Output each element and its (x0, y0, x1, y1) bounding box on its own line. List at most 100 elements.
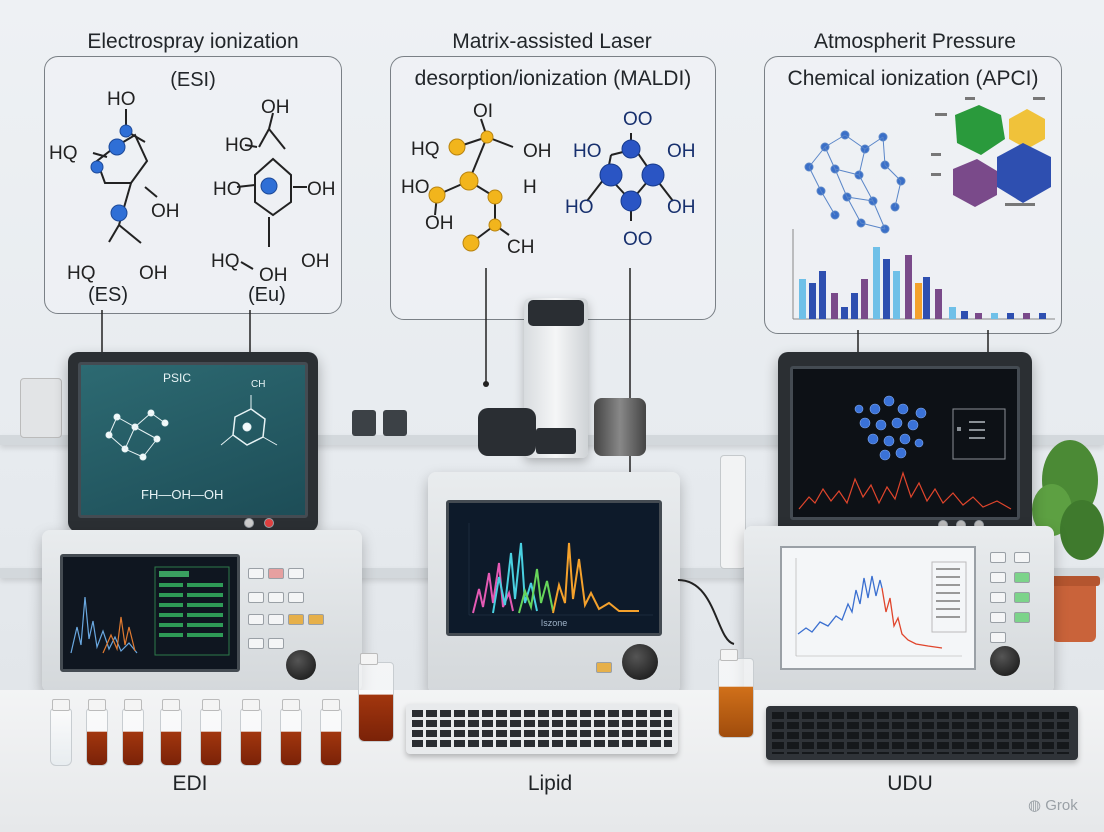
apci-graphics (792, 97, 1055, 320)
apci-panel: Chemical ionization (APCI) (764, 56, 1062, 334)
grok-logo-icon: ◍ (1028, 797, 1042, 814)
maldi-mol1-mid-left: HO (401, 177, 430, 198)
maldi-mol2-right: OH (667, 141, 696, 162)
left-section-title: Electrospray ionization (87, 30, 299, 53)
maldi-mol2-low-left: HO (565, 197, 594, 218)
sample-bottle (358, 653, 394, 742)
mol2-bottom-right-label: OH (301, 251, 330, 272)
background-bottle (20, 378, 62, 438)
instrument-button[interactable] (1014, 612, 1030, 623)
instrument-button[interactable] (248, 614, 264, 625)
maldi-panel: desorption/ionization (MALDI) OI HQ OH H… (390, 56, 716, 320)
sample-vial (86, 699, 108, 766)
instrument-button[interactable] (990, 572, 1006, 583)
mol2-bottom-mid-label: OH (259, 265, 288, 286)
control-knob[interactable] (990, 646, 1020, 676)
molecule-network-icon (105, 395, 278, 461)
instrument-button[interactable] (268, 592, 284, 603)
maldi-mol1-right: OH (523, 141, 552, 162)
control-knob[interactable] (286, 650, 316, 680)
instrument-button[interactable] (268, 638, 284, 649)
sample-bottle (718, 649, 754, 738)
maldi-mol2-bottom: OO (623, 229, 653, 250)
apci-instrument-screen (780, 546, 976, 670)
mol1-right-label: OH (151, 201, 180, 222)
instrument-button[interactable] (288, 614, 304, 625)
maldi-spectrum-plot (449, 503, 659, 633)
apci-monitor-display (793, 369, 1017, 517)
laser-lens-housing (536, 428, 576, 454)
right-title-line1: Atmospherit Pressure (814, 30, 1016, 53)
instrument-button[interactable] (248, 592, 264, 603)
instrument-button[interactable] (1014, 572, 1030, 583)
mol2-left-label: HO (213, 179, 242, 200)
instrument-button[interactable] (990, 552, 1006, 563)
laser-side-optic (594, 398, 646, 456)
maldi-mol2-top: OO (623, 109, 653, 130)
keyboard[interactable] (406, 704, 678, 754)
instrument-button[interactable] (248, 638, 264, 649)
cable (677, 579, 735, 645)
maldi-mol1-low-left: OH (425, 213, 454, 234)
right-bench-label: UDU (887, 772, 933, 795)
esi-subtitle: (ESI) (170, 69, 216, 91)
right-monitor-screen (790, 366, 1020, 520)
mol1-left-label: HQ (49, 143, 78, 164)
maldi-screen-caption: Iszone (540, 618, 568, 628)
watermark-text: Grok (1045, 797, 1078, 814)
background-cylinder (720, 455, 746, 569)
sample-vial (280, 699, 302, 766)
instrument-button[interactable] (288, 592, 304, 603)
mol2-top-label: OH (261, 97, 290, 118)
mol2-right-label: OH (307, 179, 336, 200)
instrument-button[interactable] (596, 662, 612, 673)
sample-vial (320, 699, 342, 766)
instrument-button[interactable] (1014, 552, 1030, 563)
monitor-button[interactable] (244, 518, 254, 528)
watermark: ◍ Grok (1028, 796, 1078, 814)
apci-instrument (744, 526, 1054, 694)
maldi-instrument-screen: Iszone (446, 500, 662, 636)
maldi-mol1-top: OI (473, 101, 493, 122)
esi-instrument-screen (60, 554, 240, 672)
keyboard[interactable] (766, 706, 1078, 760)
esi-panel: (ESI) HO HQ OH HQ OH OH HO HO OH HQ (44, 56, 342, 314)
background-jar (383, 410, 407, 436)
esi-molecules: HO HQ OH HQ OH OH HO HO OH HQ OH OH (49, 89, 336, 286)
mol1-bottom-right-label: OH (139, 263, 168, 284)
plant-icon (1032, 440, 1104, 642)
laser-side-optic (478, 408, 536, 456)
mol2-bottom-left-label: HQ (211, 251, 240, 272)
mol1-bottom-left-label: HQ (67, 263, 96, 284)
spectrum-plot (63, 557, 237, 669)
right-title-line2: Chemical ionization (APCI) (787, 67, 1039, 90)
center-bench-label: Lipid (527, 772, 573, 795)
center-title-line2: desorption/ionization (MALDI) (414, 67, 692, 90)
left-monitor-title: PSIC (163, 371, 192, 385)
instrument-button[interactable] (990, 632, 1006, 643)
power-button[interactable] (264, 518, 274, 528)
mol2-left-top-label: HO (225, 135, 254, 156)
left-monitor-tag: CH (251, 379, 266, 390)
background-jar (352, 410, 376, 436)
instrument-button[interactable] (990, 612, 1006, 623)
sample-vial (50, 699, 72, 766)
instrument-button[interactable] (288, 568, 304, 579)
esi-instrument (42, 530, 362, 692)
sample-vial (240, 699, 262, 766)
maldi-mol1-mid-right: H (523, 177, 537, 198)
right-monitor (778, 352, 1032, 536)
maldi-mol1-left: HQ (411, 139, 440, 160)
apci-spectrum-plot (795, 558, 967, 657)
instrument-button[interactable] (268, 614, 284, 625)
control-knob[interactable] (622, 644, 658, 680)
instrument-button[interactable] (1014, 592, 1030, 603)
laser-cap (528, 300, 584, 326)
maldi-mol2-left: HO (573, 141, 602, 162)
eu-tag: (Eu) (248, 284, 286, 306)
instrument-button[interactable] (990, 592, 1006, 603)
center-title-line1: Matrix-assisted Laser (452, 30, 652, 53)
instrument-button[interactable] (248, 568, 264, 579)
instrument-button[interactable] (308, 614, 324, 625)
instrument-button[interactable] (268, 568, 284, 579)
